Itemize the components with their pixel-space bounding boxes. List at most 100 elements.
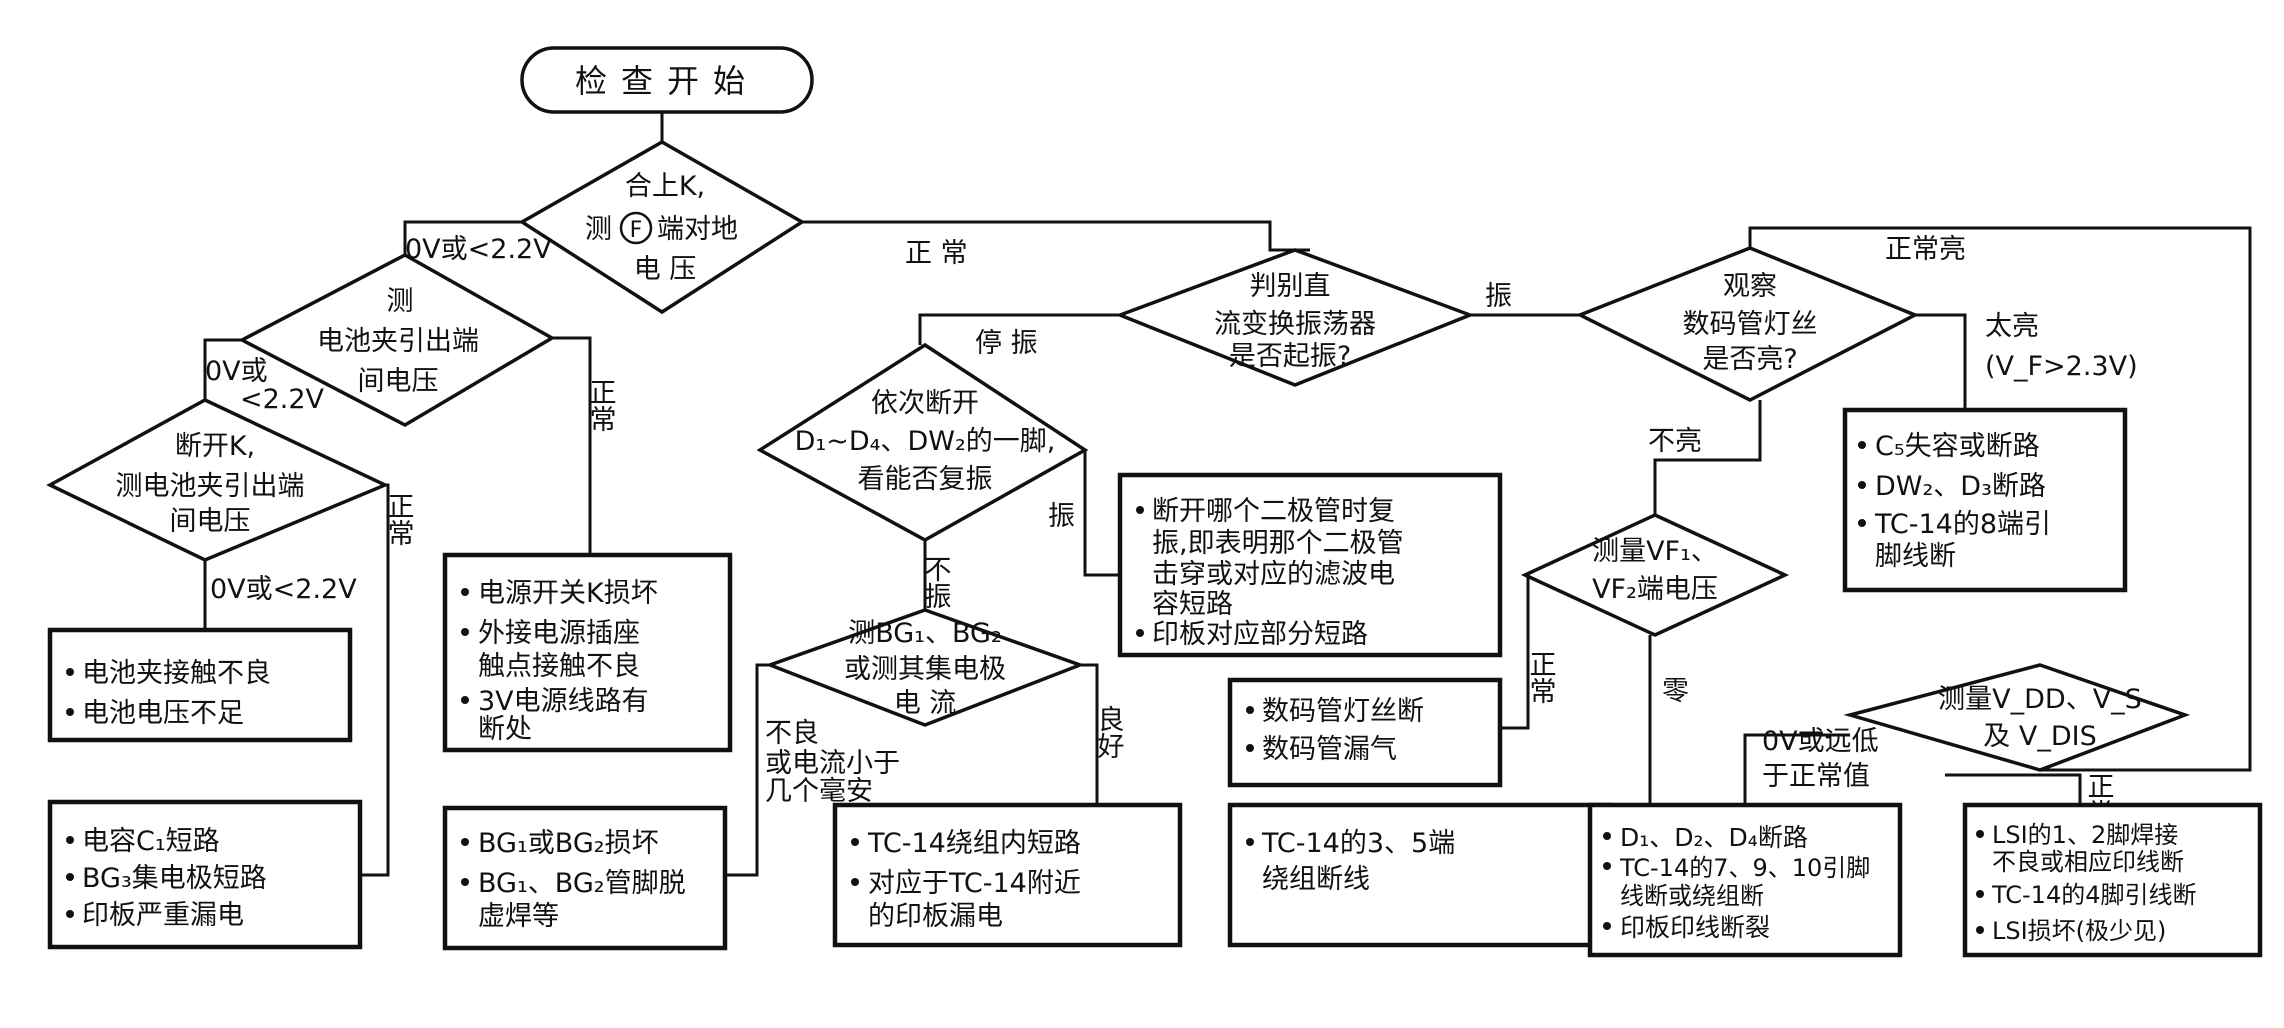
svg-text:<2.2V: <2.2V xyxy=(240,384,325,415)
svg-text:击穿或对应的滤波电: 击穿或对应的滤波电 xyxy=(1152,559,1395,590)
svg-text:断处: 断处 xyxy=(478,714,532,745)
svg-text:印板对应部分短路: 印板对应部分短路 xyxy=(1152,619,1368,650)
svg-text:停 振: 停 振 xyxy=(975,328,1038,359)
box-b7: 数码管灯丝断 数码管漏气 xyxy=(1227,677,1503,788)
svg-text:0V或<2.2V: 0V或<2.2V xyxy=(210,574,357,605)
svg-text:D₁~D₄、DW₂的一脚,: D₁~D₄、DW₂的一脚, xyxy=(795,426,1056,457)
box-b2: 电容C₁短路 BG₃集电极短路 印板严重漏电 xyxy=(47,799,363,950)
decision-d4: 判别直 流变换振荡器 是否起振? xyxy=(1115,248,1475,387)
svg-text:不良: 不良 xyxy=(765,718,819,749)
svg-text:振: 振 xyxy=(1485,281,1512,312)
svg-text:TC-14的3、5端: TC-14的3、5端 xyxy=(1261,828,1455,859)
svg-text:脚线断: 脚线断 xyxy=(1875,541,1956,572)
svg-text:触点接触不良: 触点接触不良 xyxy=(478,651,640,682)
svg-text:是否亮?: 是否亮? xyxy=(1702,344,1797,375)
svg-text:测BG₁、BG₂: 测BG₁、BG₂ xyxy=(848,618,1002,649)
svg-text:TC-14绕组内短路: TC-14绕组内短路 xyxy=(867,828,1081,859)
svg-text:数码管漏气: 数码管漏气 xyxy=(1262,734,1397,765)
decision-d5: 依次断开 D₁~D₄、DW₂的一脚, 看能否复振 xyxy=(756,342,1089,543)
svg-text:几个毫安: 几个毫安 xyxy=(765,776,873,807)
svg-text:0V或远低: 0V或远低 xyxy=(1762,726,1879,757)
svg-text:数码管灯丝断: 数码管灯丝断 xyxy=(1262,696,1424,727)
svg-text:正常: 正常 xyxy=(1525,650,1556,704)
svg-text:外接电源插座: 外接电源插座 xyxy=(478,618,640,649)
svg-text:判别直: 判别直 xyxy=(1250,271,1331,302)
svg-text:TC-14的7、9、10引脚: TC-14的7、9、10引脚 xyxy=(1619,854,1870,882)
svg-text:TC-14的4脚引线断: TC-14的4脚引线断 xyxy=(1991,881,2196,909)
start-label: 检查开始 xyxy=(575,62,759,100)
svg-text:不亮: 不亮 xyxy=(1648,426,1702,457)
decision-d2: 测 电池夹引出端 间电压 xyxy=(238,253,556,428)
svg-text:不良或相应印线断: 不良或相应印线断 xyxy=(1992,848,2184,876)
svg-text:0V或<2.2V: 0V或<2.2V xyxy=(405,234,552,265)
svg-text:C₅失容或断路: C₅失容或断路 xyxy=(1875,431,2040,462)
svg-text:间电压: 间电压 xyxy=(358,366,439,397)
box-b8: TC-14的3、5端 绕组断线 xyxy=(1227,802,1613,948)
svg-text:BG₁或BG₂损坏: BG₁或BG₂损坏 xyxy=(478,828,659,859)
svg-text:正常亮: 正常亮 xyxy=(1885,234,1966,265)
svg-text:电池夹引出端: 电池夹引出端 xyxy=(317,326,479,357)
svg-text:测量V_DD、V_S: 测量V_DD、V_S xyxy=(1938,684,2142,715)
svg-text:太亮: 太亮 xyxy=(1985,311,2039,342)
svg-text:(V_F>2.3V): (V_F>2.3V) xyxy=(1985,351,2138,382)
svg-text:测: 测 xyxy=(387,286,414,317)
svg-text:或测其集电极: 或测其集电极 xyxy=(844,654,1006,685)
svg-text:及 V_DIS: 及 V_DIS xyxy=(1983,721,2096,752)
svg-text:间电压: 间电压 xyxy=(170,506,251,537)
box-b3: 电源开关K损坏 外接电源插座 触点接触不良 3V电源线路有 断处 xyxy=(442,552,733,753)
svg-text:流变换振荡器: 流变换振荡器 xyxy=(1214,309,1376,340)
f-terminal-icon xyxy=(619,211,653,245)
svg-text:正 常: 正 常 xyxy=(905,238,968,269)
svg-text:虚焊等: 虚焊等 xyxy=(478,901,559,932)
svg-text:正常: 正常 xyxy=(383,492,414,546)
svg-text:容短路: 容短路 xyxy=(1152,589,1233,620)
svg-text:观察: 观察 xyxy=(1723,271,1777,302)
svg-text:电容C₁短路: 电容C₁短路 xyxy=(82,826,220,857)
svg-text:测量VF₁、: 测量VF₁、 xyxy=(1592,536,1718,567)
svg-text:VF₂端电压: VF₂端电压 xyxy=(1592,574,1718,605)
svg-text:的印板漏电: 的印板漏电 xyxy=(868,901,1003,932)
box-b9: C₅失容或断路 DW₂、D₃断路 TC-14的8端引 脚线断 xyxy=(1842,407,2128,593)
svg-text:数码管灯丝: 数码管灯丝 xyxy=(1683,309,1818,340)
svg-text:电源开关K损坏: 电源开关K损坏 xyxy=(478,578,658,609)
svg-text:断开哪个二极管时复: 断开哪个二极管时复 xyxy=(1152,496,1395,527)
svg-text:断开K,: 断开K, xyxy=(175,431,255,462)
svg-text:振: 振 xyxy=(1048,501,1075,532)
svg-text:依次断开: 依次断开 xyxy=(871,388,979,419)
svg-text:或电流小于: 或电流小于 xyxy=(765,748,900,779)
svg-text:D₁、D₂、D₄断路: D₁、D₂、D₄断路 xyxy=(1620,823,1808,852)
svg-text:0V或: 0V或 xyxy=(205,356,268,387)
box-b6: 断开哪个二极管时复 振,即表明那个二极管 击穿或对应的滤波电 容短路 印板对应部… xyxy=(1117,472,1503,658)
edge-labels: 正 常 0V或<2.2V 0V或 <2.2V 正常 正常 0V或<2.2V 停 … xyxy=(205,234,2138,826)
svg-text:3V电源线路有: 3V电源线路有 xyxy=(478,686,649,717)
svg-text:电 流: 电 流 xyxy=(894,688,957,719)
box-b11: LSI的1、2脚焊接 不良或相应印线断 TC-14的4脚引线断 LSI损坏(极少… xyxy=(1962,802,2263,958)
decision-d7: 观察 数码管灯丝 是否亮? xyxy=(1575,246,1920,402)
decision-d9: 测量V_DD、V_S 及 V_DIS xyxy=(1843,663,2191,772)
svg-text:绕组断线: 绕组断线 xyxy=(1262,864,1370,895)
svg-text:BG₃集电极短路: BG₃集电极短路 xyxy=(82,863,267,894)
decision-d3: 断开K, 测电池夹引出端 间电压 xyxy=(46,398,390,562)
decision-d1: 合上K, 测 F 端对地 电 压 xyxy=(518,139,806,315)
svg-text:振,即表明那个二极管: 振,即表明那个二极管 xyxy=(1152,528,1404,559)
d1-line-1: 合上K, xyxy=(625,171,705,202)
box-b5: TC-14绕组内短路 对应于TC-14附近 的印板漏电 xyxy=(832,802,1183,948)
svg-text:对应于TC-14附近: 对应于TC-14附近 xyxy=(868,868,1081,899)
svg-text:电池夹接触不良: 电池夹接触不良 xyxy=(82,658,271,689)
svg-text:测电池夹引出端: 测电池夹引出端 xyxy=(116,471,305,502)
svg-text:BG₁、BG₂管脚脱: BG₁、BG₂管脚脱 xyxy=(478,868,686,899)
svg-text:电池电压不足: 电池电压不足 xyxy=(82,698,244,729)
svg-text:印板严重漏电: 印板严重漏电 xyxy=(82,900,244,931)
d1-symbol: F xyxy=(630,218,643,243)
svg-text:线断或绕组断: 线断或绕组断 xyxy=(1620,882,1764,910)
svg-text:LSI的1、2脚焊接: LSI的1、2脚焊接 xyxy=(1992,821,2178,849)
svg-text:TC-14的8端引: TC-14的8端引 xyxy=(1874,509,2051,540)
svg-text:不振: 不振 xyxy=(920,555,952,609)
svg-text:LSI损坏(极少见): LSI损坏(极少见) xyxy=(1992,917,2166,945)
svg-text:于正常值: 于正常值 xyxy=(1762,761,1870,792)
box-b10: D₁、D₂、D₄断路 TC-14的7、9、10引脚 线断或绕组断 印板印线断裂 xyxy=(1587,802,1903,958)
d1-line-2: 测 xyxy=(585,214,612,245)
svg-text:零: 零 xyxy=(1662,676,1689,707)
d1-line-3: 端对地 xyxy=(657,214,738,245)
